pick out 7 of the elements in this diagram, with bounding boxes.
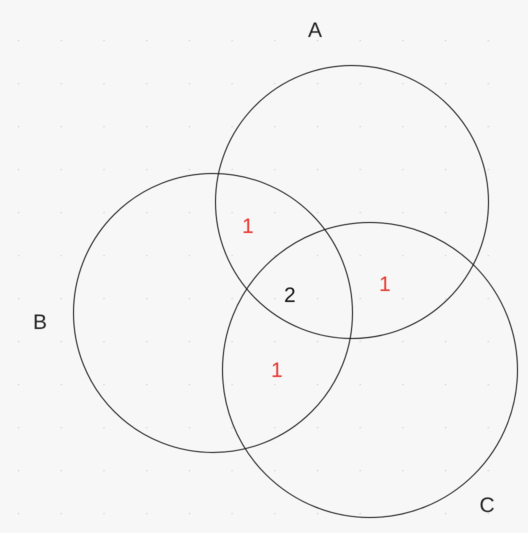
set-label: A	[308, 20, 322, 40]
region-count: 1	[379, 274, 391, 294]
set-label: B	[33, 312, 48, 332]
region-count: 2	[284, 284, 296, 306]
set-label: C	[480, 494, 495, 516]
region-count: 1	[242, 216, 254, 236]
region-count: 1	[271, 360, 283, 380]
